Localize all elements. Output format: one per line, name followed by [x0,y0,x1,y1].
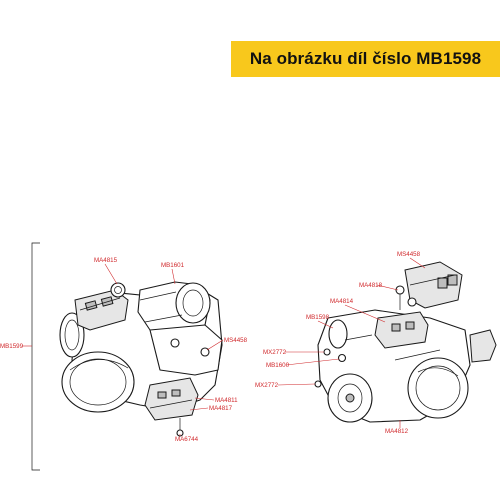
label-ms4458-right: MS4458 [397,251,421,258]
label-mb1601: MB1601 [161,262,185,269]
label-mx2772-bottom: MX2772 [255,382,279,389]
label-ma4814: MA4814 [330,298,354,305]
label-ma4815: MA4815 [94,257,118,264]
label-ma4818: MA4818 [359,282,383,289]
label-ma4812: MA4812 [385,428,409,435]
part-number-banner: Na obrázku díl číslo MB1598 [231,41,500,77]
label-ms4458-left: MS4458 [224,337,248,344]
banner-title: Na obrázku díl číslo MB1598 [249,49,482,68]
right-throttle-body-illustration [314,261,497,423]
left-throttle-body-illustration [22,242,223,471]
label-mb1598: MB1598 [306,314,330,321]
label-mx2772-top: MX2772 [263,349,287,356]
right-labels: MS4458 MA4818 MA4814 MB1598 MX2772 MB160… [255,251,426,435]
left-labels: MB1599 MA4815 MB1601 MS4458 MA4811 MA481… [0,257,248,443]
label-mb1600: MB1600 [266,362,290,369]
label-mb1599: MB1599 [0,343,24,350]
label-ma4811: MA4811 [215,397,238,404]
label-ma4817: MA4817 [209,405,233,412]
label-ma6744: MA6744 [175,436,199,443]
